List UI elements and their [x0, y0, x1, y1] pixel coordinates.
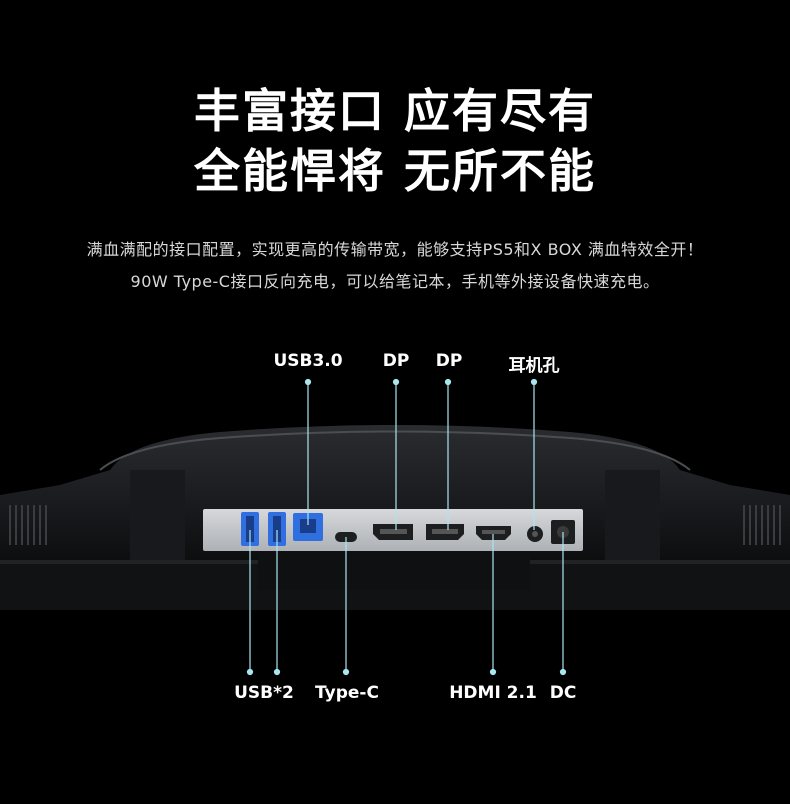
label-dp-1: DP [382, 351, 410, 371]
label-usb30: USB3.0 [273, 351, 343, 371]
dp-port-1 [373, 524, 413, 540]
description-line-1: 满血满配的接口配置，实现更高的传输带宽，能够支持PS5和X BOX 满血特效全开… [86, 240, 704, 259]
label-hdmi: HDMI 2.1 [449, 683, 537, 703]
label-audio-jack: 耳机孔 [508, 356, 560, 376]
description-line-2: 90W Type-C接口反向充电，可以给笔记本，手机等外接设备快速充电。 [130, 272, 660, 291]
headline-line-2: 全能悍将 无所不能 [193, 144, 596, 198]
usb-a-port-1 [241, 512, 259, 546]
vent-right [743, 505, 781, 545]
monitor-rear-body [0, 425, 790, 610]
usb-a-port-2 [268, 512, 286, 546]
dp-port-2 [426, 524, 464, 540]
usb-b-port [293, 513, 323, 541]
vent-left [9, 505, 47, 545]
label-usb-2: USB*2 [234, 683, 294, 703]
label-type-c: Type-C [315, 683, 379, 703]
hdmi-port [476, 526, 511, 540]
leader-lines [246, 378, 567, 676]
audio-jack [527, 526, 543, 542]
label-dp-2: DP [435, 351, 463, 371]
label-dc: DC [549, 683, 577, 703]
headline-line-1: 丰富接口 应有尽有 [193, 84, 596, 138]
